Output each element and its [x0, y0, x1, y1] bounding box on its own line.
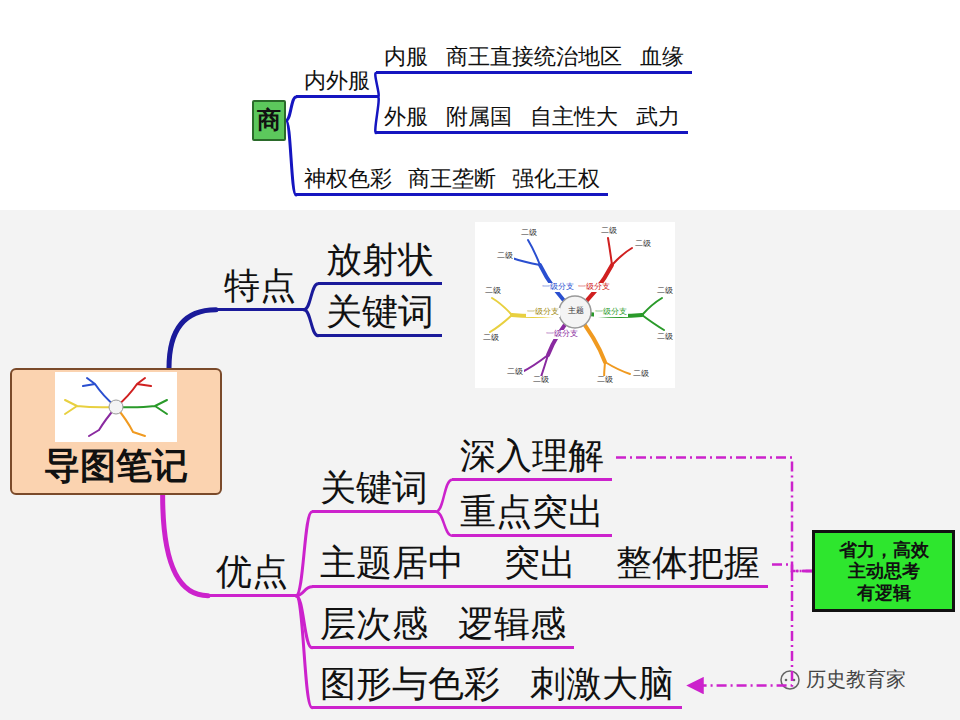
illustration-label: 一级分支: [577, 283, 611, 292]
illustration-label: 一级分支: [545, 330, 579, 339]
node-text: 关键词: [320, 466, 428, 509]
illustration-ground: [475, 222, 675, 388]
illustration-label: 二级: [634, 240, 652, 249]
node-text: 附属国: [446, 104, 512, 130]
node-text: 外服: [384, 104, 428, 130]
branch-connector: [436, 512, 452, 536]
branch-connector: [688, 571, 812, 686]
node-text: 层次感: [320, 602, 428, 645]
branch-node: 图形与色彩刺激大脑: [312, 662, 682, 709]
branch-connector: [375, 73, 378, 97]
illustration-label: 一级分支: [541, 283, 575, 292]
node-text: 图形与色彩: [320, 662, 500, 705]
branch-node: 神权色彩商王垄断强化王权: [296, 166, 608, 196]
branch-node: 内服商王直接统治地区血缘: [376, 44, 692, 74]
branch-node: 外服附属国自主性大武力: [376, 104, 688, 134]
illustration-label: 二级: [600, 227, 618, 236]
illustration-label: 二级: [596, 376, 614, 385]
node-text: 商王垄断: [408, 166, 496, 192]
node-text: 导图笔记: [44, 444, 188, 487]
node-text: 商: [257, 106, 281, 135]
node-text: 关键词: [326, 290, 434, 333]
node-text: 自主性大: [530, 104, 618, 130]
node-text: 商王直接统治地区: [446, 44, 622, 70]
illustration-label: 一级分支: [526, 308, 560, 317]
branch-connector: [296, 587, 312, 596]
node-text: 主题居中: [320, 541, 464, 584]
node-text: 突出: [504, 541, 576, 584]
branch-node: 关键词: [318, 290, 442, 337]
illustration-label: 二级: [532, 376, 550, 385]
node-text: 深入理解: [460, 434, 604, 477]
branch-connector: [296, 596, 312, 708]
node-text: 优点: [216, 550, 288, 593]
illustration-label: 二级: [496, 252, 514, 261]
node-text: 重点突出: [460, 490, 604, 533]
branch-connector: [286, 97, 296, 121]
branch-connector: [304, 284, 318, 310]
node-text: 特点: [224, 264, 296, 307]
illustration-label: 二级: [506, 368, 524, 377]
branch-node: 关键词: [312, 466, 436, 513]
branch-connector: [169, 310, 216, 368]
branch-connector: [296, 512, 312, 596]
branch-connector: [304, 310, 318, 336]
branch-node: 层次感逻辑感: [312, 602, 574, 649]
branch-node: 深入理解: [452, 434, 612, 481]
node-text: 整体把握: [616, 541, 760, 584]
branch-node: 重点突出: [452, 490, 612, 537]
node-text: 放射状: [326, 238, 434, 281]
node-text: 神权色彩: [304, 166, 392, 192]
node-text: 武力: [636, 104, 680, 130]
watermark: 历史教育家: [806, 668, 906, 690]
node-text: 刺激大脑: [530, 662, 674, 705]
node-text: 内服: [384, 44, 428, 70]
branch-node: 主题居中突出整体把握: [312, 541, 768, 588]
callout-box: 省力，高效 主动思考 有逻辑: [812, 530, 955, 612]
node-text: 强化王权: [512, 166, 600, 192]
branch-node: 特点: [216, 264, 304, 311]
branch-node: 优点: [208, 550, 296, 597]
node-text: 逻辑感: [458, 602, 566, 645]
illustration-label: 二级: [482, 334, 500, 343]
illustration-label: 二级: [484, 287, 502, 296]
branch-connector: [163, 495, 208, 596]
branch-connector: [436, 480, 452, 512]
branch-node: 内外服: [296, 68, 378, 98]
node-text: 血缘: [640, 44, 684, 70]
node-text: 内外服: [304, 68, 370, 94]
illustration-label: 二级: [656, 333, 674, 342]
thumbnail-map: [55, 372, 177, 442]
illustration-label: 一级分支: [594, 308, 628, 317]
illustration-label: 二级: [656, 287, 674, 296]
illustration-label: 二级: [632, 370, 650, 379]
node-text: 省力，高效 主动思考 有逻辑: [821, 539, 946, 604]
root-box: 商: [252, 100, 286, 141]
branch-connector: [286, 120, 296, 194]
branch-node: 放射状: [318, 238, 442, 285]
illustration-label: 主题: [567, 307, 585, 316]
illustration-label: 二级: [520, 229, 538, 238]
